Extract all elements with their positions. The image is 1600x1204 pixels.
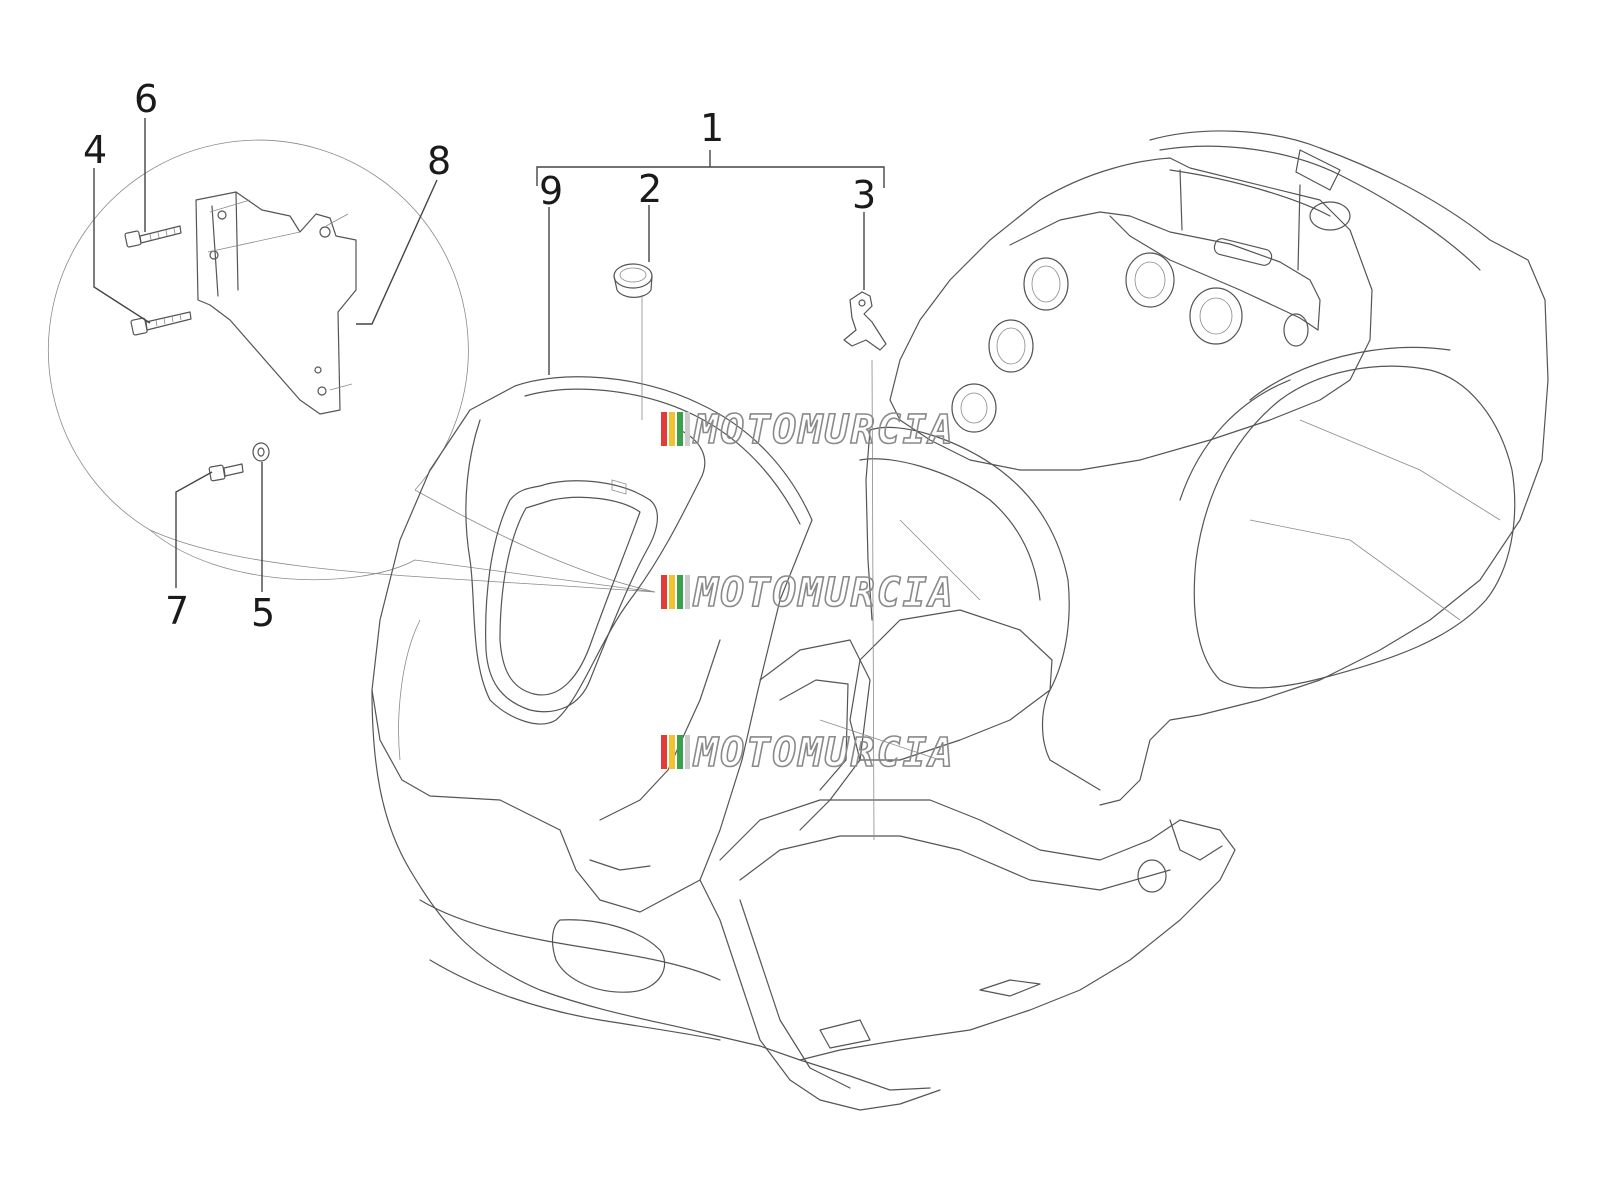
screw-part-6 xyxy=(124,225,182,248)
watermark-2: MOTOMURCIA xyxy=(661,569,955,617)
watermark-3: MOTOMURCIA xyxy=(661,729,955,777)
callout-6: 6 xyxy=(134,77,158,121)
leader-lines xyxy=(93,118,885,841)
watermark-1: MOTOMURCIA xyxy=(661,406,955,454)
detail-inset xyxy=(47,139,656,593)
watermark-text: MOTOMURCIA xyxy=(692,570,955,616)
plug-part-2 xyxy=(613,263,653,298)
bracket-part-8 xyxy=(195,191,357,415)
watermark-text: MOTOMURCIA xyxy=(692,407,955,453)
callout-8: 8 xyxy=(427,139,451,183)
body-frame-part-1 xyxy=(371,130,1549,1111)
watermark-text: MOTOMURCIA xyxy=(692,730,955,776)
callout-7: 7 xyxy=(165,589,189,633)
bolt-part-7 xyxy=(208,463,244,482)
callout-4: 4 xyxy=(83,128,107,172)
legshield-part-9 xyxy=(371,376,813,913)
callout-1: 1 xyxy=(700,106,724,150)
callout-9: 9 xyxy=(539,169,563,213)
bracket-part-3 xyxy=(843,291,887,351)
detail-circle-outline xyxy=(47,139,656,593)
screw-part-4 xyxy=(130,311,192,336)
callout-5: 5 xyxy=(251,591,275,635)
callout-2: 2 xyxy=(638,167,662,211)
callout-3: 3 xyxy=(852,173,876,217)
washer-part-5 xyxy=(252,442,270,462)
